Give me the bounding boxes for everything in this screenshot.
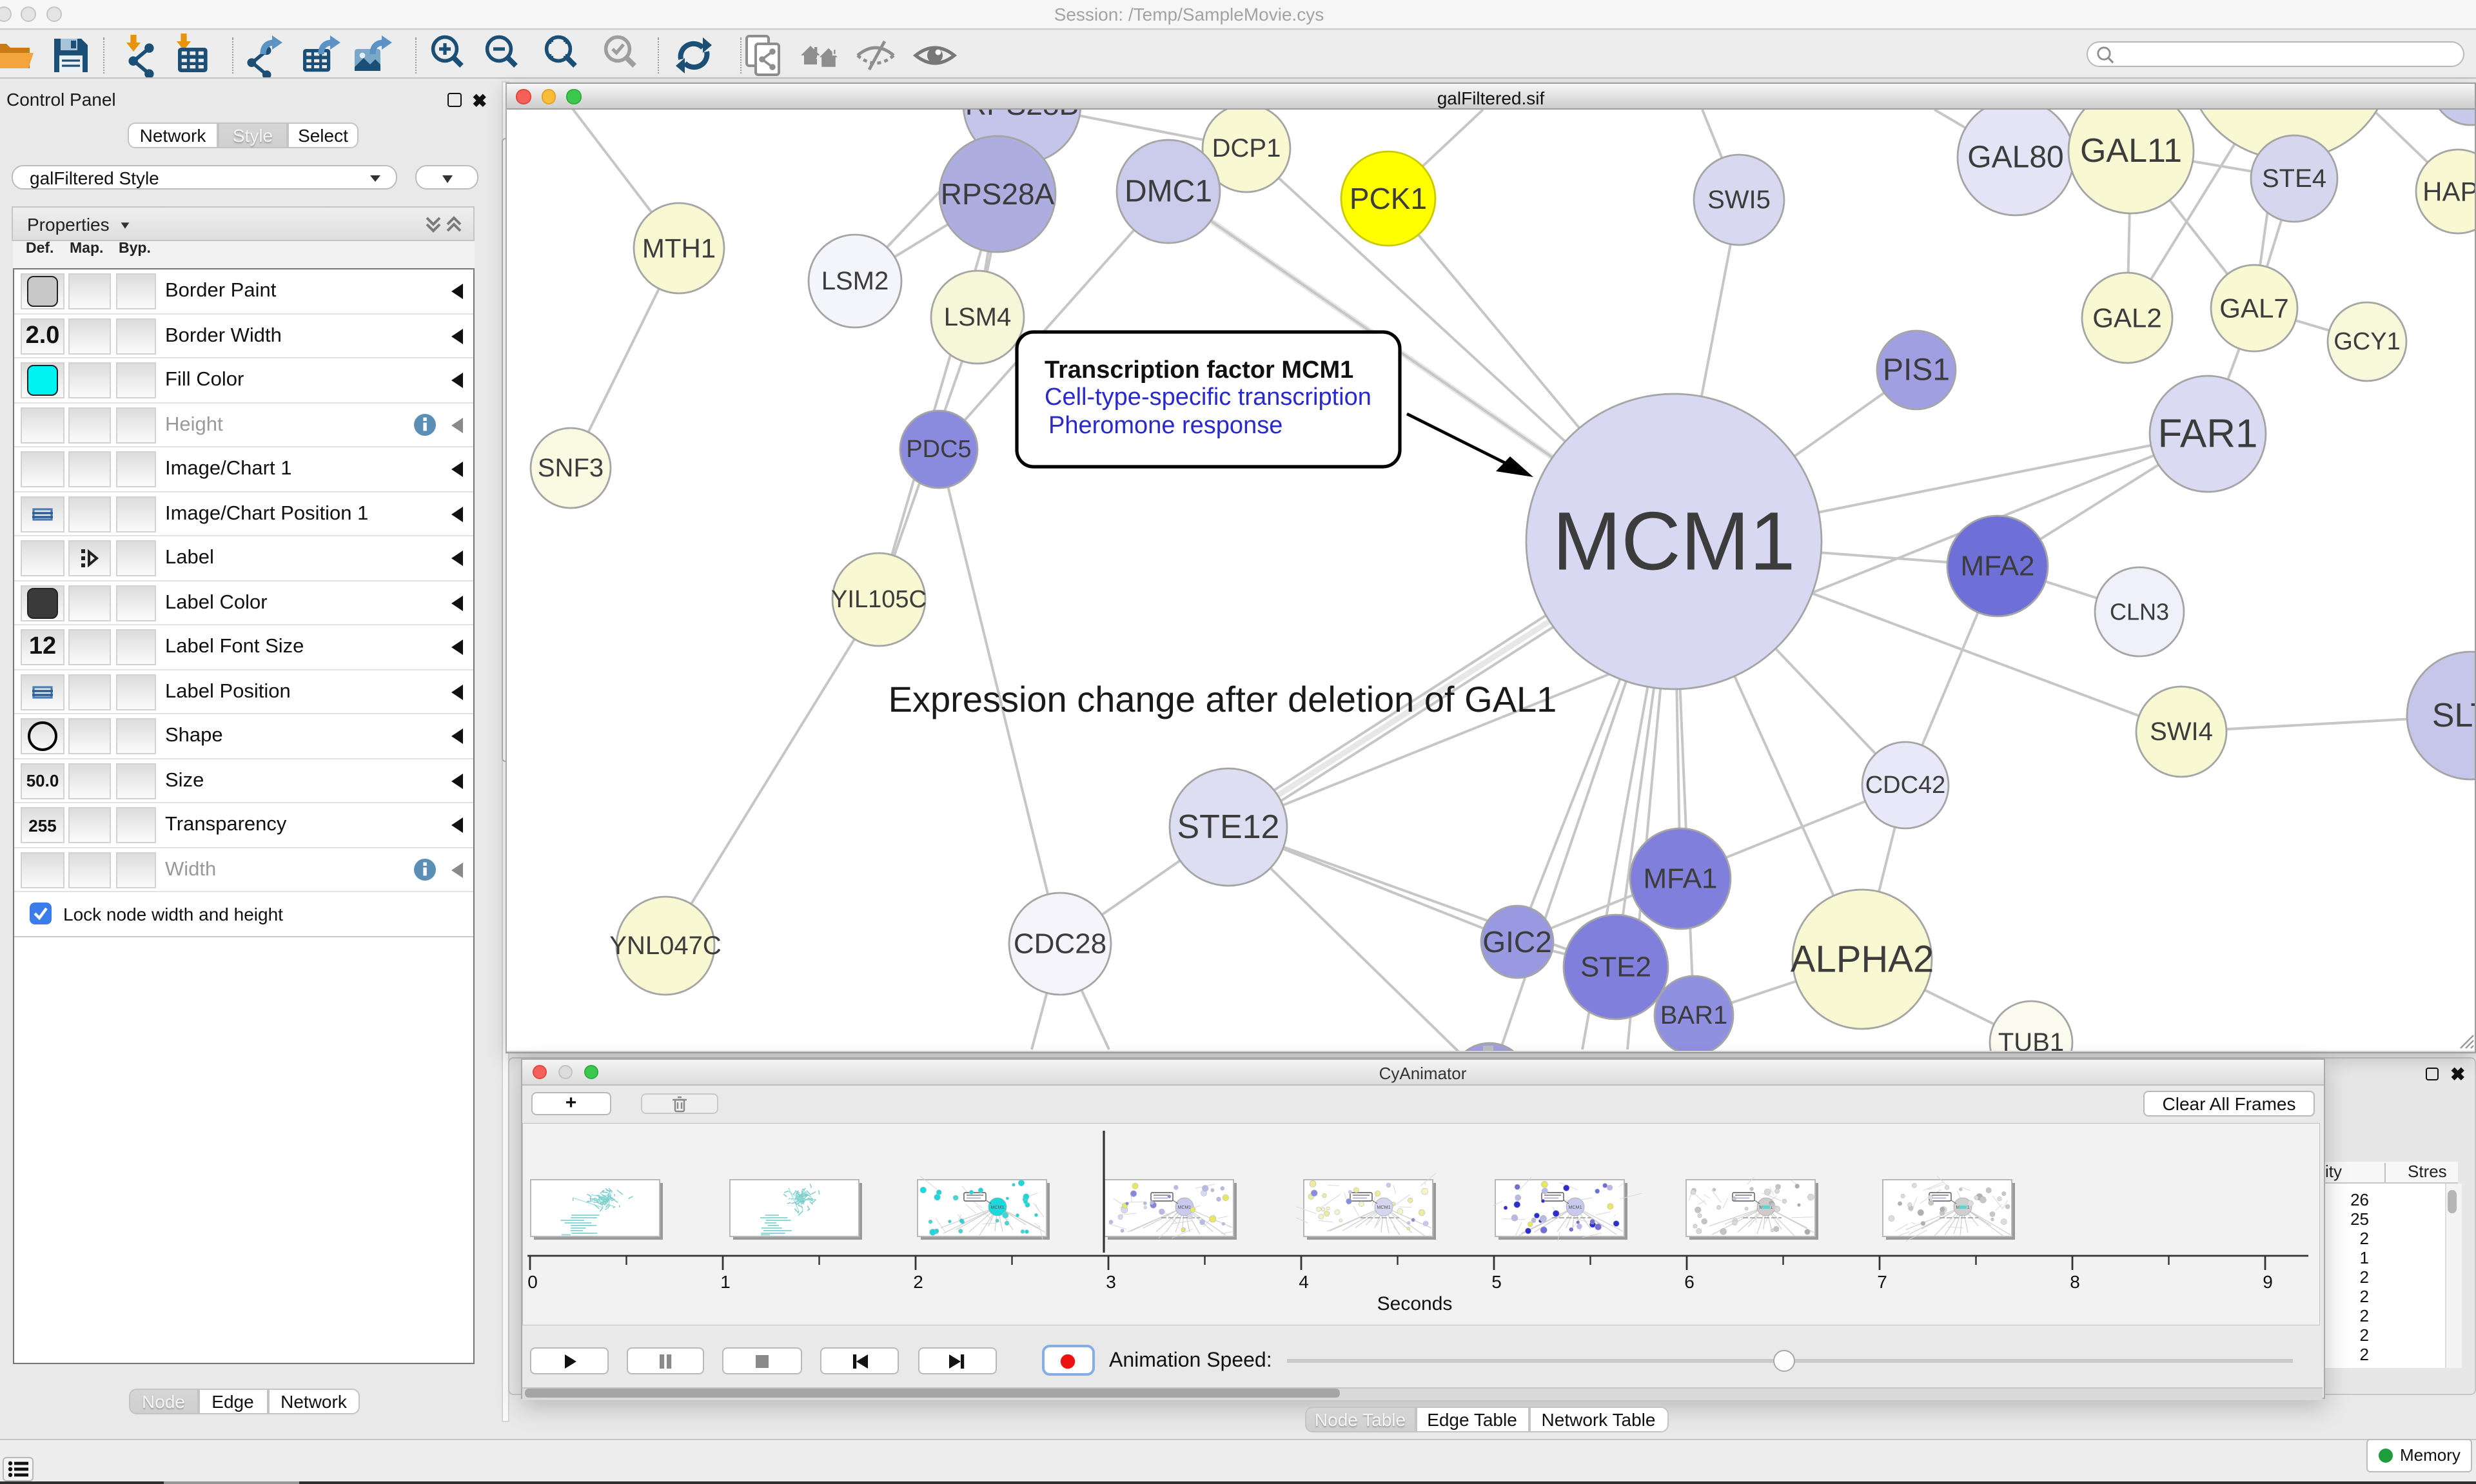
svg-text:MTH1: MTH1 xyxy=(642,233,716,263)
svg-text:1: 1 xyxy=(720,1272,731,1292)
svg-text:STE2: STE2 xyxy=(1580,951,1651,982)
svg-text:7: 7 xyxy=(1877,1272,1887,1292)
svg-text:BAR1: BAR1 xyxy=(1660,1001,1728,1029)
svg-text:RPS28A: RPS28A xyxy=(941,177,1055,210)
svg-text:MCM1: MCM1 xyxy=(1377,1204,1390,1210)
svg-text:DMC1: DMC1 xyxy=(1125,174,1212,208)
svg-text:MCM1: MCM1 xyxy=(990,1204,1004,1210)
svg-text:MCM1: MCM1 xyxy=(1568,1204,1582,1210)
svg-text:PCK1: PCK1 xyxy=(1350,181,1427,215)
svg-text:CDC42: CDC42 xyxy=(1865,771,1946,798)
svg-text:LSM4: LSM4 xyxy=(944,302,1012,331)
svg-text:4: 4 xyxy=(1299,1272,1309,1292)
svg-text:GIC2: GIC2 xyxy=(1482,924,1551,958)
svg-text:RPS28B: RPS28B xyxy=(965,109,1079,121)
svg-text:3: 3 xyxy=(1106,1272,1116,1292)
svg-text:SNF3: SNF3 xyxy=(538,453,604,482)
svg-text:ALPHA2: ALPHA2 xyxy=(1791,938,1934,980)
svg-text:Transcription factor MCM1: Transcription factor MCM1 xyxy=(1045,356,1353,383)
svg-text:SWI5: SWI5 xyxy=(1707,185,1771,213)
svg-text:DCP1: DCP1 xyxy=(1212,133,1281,162)
svg-text:SWI4: SWI4 xyxy=(2150,717,2213,745)
svg-text:9: 9 xyxy=(2263,1272,2273,1292)
svg-text:MFA2: MFA2 xyxy=(1961,550,2035,581)
svg-text:STE4: STE4 xyxy=(2262,164,2326,192)
svg-text:HAP2: HAP2 xyxy=(2422,176,2475,206)
svg-text:PDC5: PDC5 xyxy=(906,435,971,462)
svg-text:5: 5 xyxy=(1491,1272,1502,1292)
svg-text:8: 8 xyxy=(2070,1272,2080,1292)
svg-text:GCY1: GCY1 xyxy=(2334,327,2400,355)
svg-text:CLN3: CLN3 xyxy=(2110,598,2169,625)
svg-text:YIL105C: YIL105C xyxy=(831,585,927,612)
svg-text:LSM2: LSM2 xyxy=(821,266,889,295)
svg-text:GAL2: GAL2 xyxy=(2092,302,2161,333)
svg-text:Cell-type-specific transcripti: Cell-type-specific transcription xyxy=(1045,383,1371,410)
svg-text:MCM1: MCM1 xyxy=(1553,495,1796,587)
svg-text:TUB1: TUB1 xyxy=(1998,1028,2064,1050)
svg-text:6: 6 xyxy=(1684,1272,1695,1292)
svg-text:YNL047C: YNL047C xyxy=(609,931,721,959)
svg-text:Seconds: Seconds xyxy=(1377,1293,1453,1314)
svg-text:MFA1: MFA1 xyxy=(1644,863,1718,894)
svg-text:CDC28: CDC28 xyxy=(1014,928,1106,959)
svg-text:GAL80: GAL80 xyxy=(1967,140,2063,174)
svg-text:SLT2: SLT2 xyxy=(2432,696,2475,734)
svg-text:2: 2 xyxy=(913,1272,923,1292)
svg-text:GAL11: GAL11 xyxy=(2080,132,2182,169)
svg-text:GAL7: GAL7 xyxy=(2219,293,2288,323)
svg-text:STE12: STE12 xyxy=(1177,808,1280,845)
svg-text:MCM1: MCM1 xyxy=(1177,1204,1191,1210)
svg-text:FAR1: FAR1 xyxy=(2157,411,2257,456)
svg-text:PIS1: PIS1 xyxy=(1883,353,1950,387)
svg-text:Expression change after deleti: Expression change after deletion of GAL1 xyxy=(889,678,1557,719)
svg-text:0: 0 xyxy=(527,1272,538,1292)
svg-text:Pheromone response: Pheromone response xyxy=(1048,411,1282,438)
